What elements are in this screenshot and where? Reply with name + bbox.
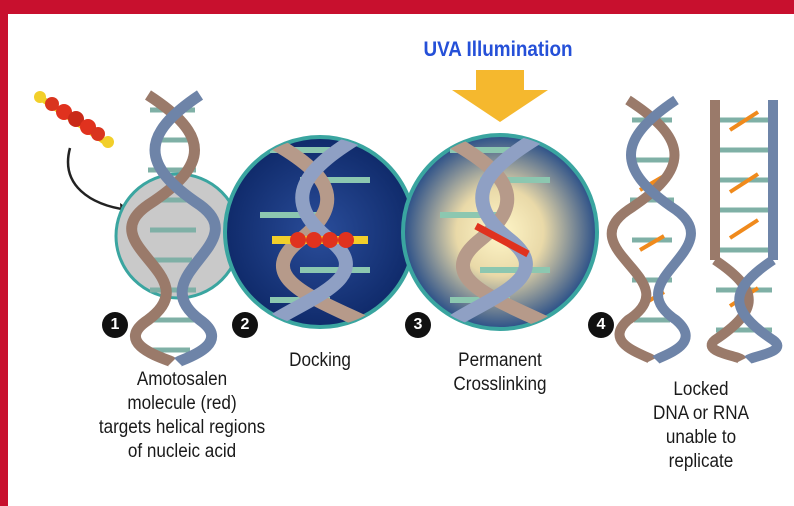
caption-line: Amotosalen xyxy=(136,369,228,390)
step-2-badge: 2 xyxy=(232,312,258,338)
helix-step-2 xyxy=(246,137,384,327)
caption-line: targets helical regions xyxy=(98,417,266,438)
step-3-badge: 3 xyxy=(405,312,431,338)
uva-arrow xyxy=(452,70,548,122)
step-1-badge: 1 xyxy=(102,312,128,338)
caption-line: replicate xyxy=(668,451,734,472)
crosslink-bond xyxy=(474,222,530,258)
docked-amotosalen xyxy=(272,232,368,248)
amotosalen-molecule xyxy=(34,91,114,148)
targeting-arrow xyxy=(66,147,129,212)
helix-step-3 xyxy=(426,135,564,329)
caption-line: Permanent xyxy=(458,350,542,371)
helix-step-4b xyxy=(706,100,783,365)
step-3-caption: Permanent Crosslinking xyxy=(442,349,559,397)
step-1-caption: Amotosalen molecule (red) targets helica… xyxy=(74,368,290,464)
caption-line: Docking xyxy=(289,350,351,371)
uva-illumination-label: UVA Illumination xyxy=(423,38,573,61)
step-4-badge: 4 xyxy=(588,312,614,338)
caption-line: Locked xyxy=(673,379,729,400)
step-4-caption: Locked DNA or RNA unable to replicate xyxy=(643,378,760,474)
helix-step-1 xyxy=(126,90,221,367)
caption-line: unable to xyxy=(665,427,737,448)
caption-line: molecule (red) xyxy=(127,393,237,414)
step-2-caption: Docking xyxy=(275,349,365,373)
helix-step-4a xyxy=(606,95,696,365)
caption-line: of nucleic acid xyxy=(127,441,237,462)
caption-line: DNA or RNA xyxy=(653,403,749,424)
caption-line: Crosslinking xyxy=(453,374,547,395)
